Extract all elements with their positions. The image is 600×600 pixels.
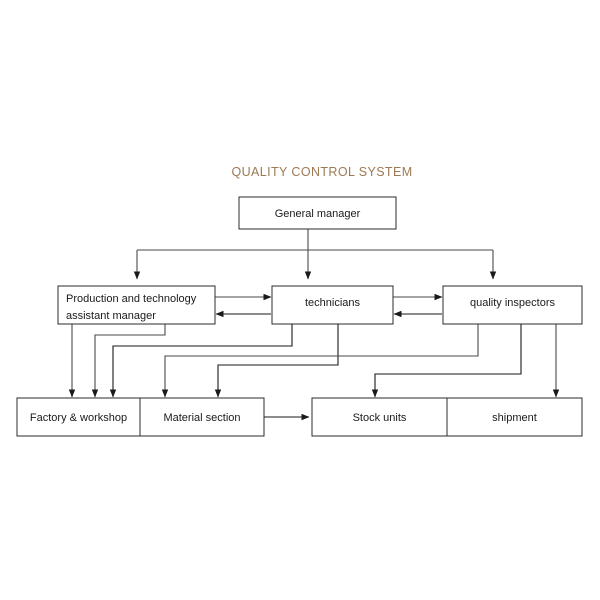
edge-quality-inspectors-to-stock	[371, 324, 522, 398]
production-box[interactable]	[57, 285, 216, 325]
edge-technicians-to-material	[214, 324, 339, 398]
shipment-box[interactable]	[446, 397, 583, 437]
edge-group-gm-to-level2	[133, 229, 497, 280]
technicians-box[interactable]	[271, 285, 394, 325]
technicians-label: technicians	[305, 297, 361, 309]
quality-inspectors-label: quality inspectors	[470, 297, 555, 309]
edge-group-level2-lateral	[215, 293, 443, 318]
stock-box[interactable]	[311, 397, 448, 437]
edge-quality-inspectors-to-factory	[161, 324, 479, 398]
production-label-line1: Production and technology	[66, 293, 197, 305]
node-quality-inspectors[interactable]: quality inspectors	[442, 285, 583, 325]
node-shipment[interactable]: shipment	[446, 397, 583, 437]
node-material-section[interactable]: Material section	[139, 397, 265, 437]
edge-production-to-material	[91, 324, 166, 398]
node-factory-workshop[interactable]: Factory & workshop	[16, 397, 141, 437]
factory-box[interactable]	[16, 397, 141, 437]
production-label-line2: assistant manager	[66, 310, 156, 322]
stock-label: Stock units	[353, 412, 407, 424]
node-technicians[interactable]: technicians	[271, 285, 394, 325]
node-general-manager[interactable]: General manager	[238, 196, 397, 230]
node-stock-units[interactable]: Stock units	[311, 397, 448, 437]
factory-label: Factory & workshop	[30, 412, 127, 424]
general-manager-box[interactable]	[238, 196, 397, 230]
diagram-title: QUALITY CONTROL SYSTEM	[231, 165, 412, 179]
material-label: Material section	[163, 412, 240, 424]
shipment-label: shipment	[492, 412, 537, 424]
edge-group-level2-to-level3	[68, 324, 560, 398]
edge-technicians-to-factory	[109, 324, 293, 398]
quality-inspectors-box[interactable]	[442, 285, 583, 325]
material-box[interactable]	[139, 397, 265, 437]
node-production-assistant-manager[interactable]: Production and technology assistant mana…	[57, 285, 216, 325]
general-manager-label: General manager	[275, 208, 361, 220]
